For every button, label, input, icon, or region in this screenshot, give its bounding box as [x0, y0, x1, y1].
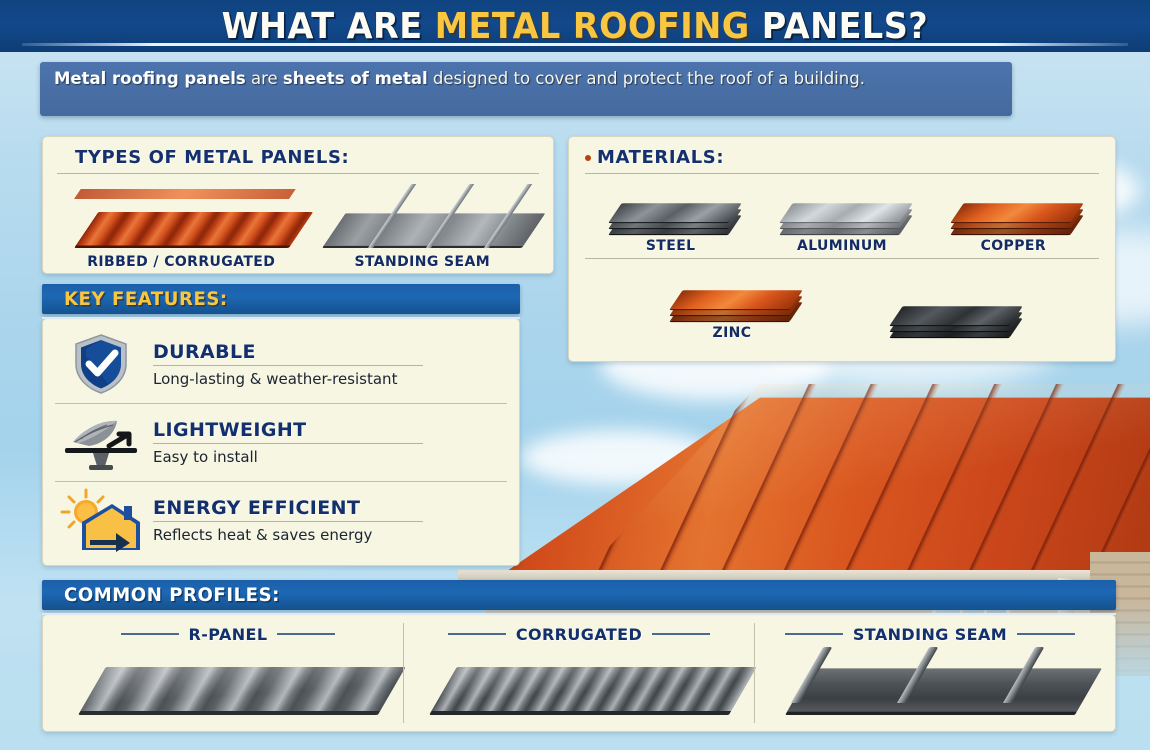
profile-art-standing-seam: [765, 645, 1103, 719]
type-label-ribbed: RIBBED / CORRUGATED: [87, 254, 276, 270]
feature-row-energy-efficient: ENERGY EFFICIENT Reflects heat & saves e…: [55, 481, 507, 559]
feature-title-energy-efficient: ENERGY EFFICIENT: [153, 497, 423, 522]
materials-row-1: STEEL ALUMINUM COPPER: [585, 174, 1099, 254]
materials-card: MATERIALS: STEEL ALUMINUM COPPER: [568, 136, 1116, 362]
corrugated-profile-icon: [429, 655, 757, 715]
page-title: WHAT ARE METAL ROOFING PANELS?: [222, 6, 929, 47]
key-features-heading: KEY FEATURES:: [64, 288, 228, 310]
material-item-zinc: ZINC: [658, 261, 806, 341]
feather-balance-icon: [55, 412, 147, 474]
feature-text-durable: DURABLE Long-lasting & weather-resistant: [147, 341, 507, 388]
standing-seam-grey-panel-icon: [322, 184, 546, 248]
dark-sheet-stack-icon: [890, 283, 1023, 337]
profile-head-r-panel: R-PANEL: [63, 623, 393, 645]
feature-title-lightweight: LIGHTWEIGHT: [153, 419, 423, 444]
label-dash-right: [1017, 633, 1076, 635]
intro-lead: Metal roofing panels: [54, 69, 246, 88]
profile-item-corrugated: CORRUGATED: [403, 623, 757, 723]
feature-row-durable: DURABLE Long-lasting & weather-resistant: [55, 325, 507, 403]
label-dash-left: [447, 633, 506, 635]
copper-sheet-stack-icon: [951, 180, 1084, 234]
shield-check-icon: [55, 333, 147, 395]
label-dash-right: [277, 633, 336, 635]
profile-head-corrugated: CORRUGATED: [414, 623, 744, 645]
material-item-dark: [878, 277, 1026, 341]
material-item-aluminum: ALUMINUM: [768, 174, 916, 254]
title-text-end: PANELS?: [749, 5, 929, 47]
profile-art-r-panel: [63, 645, 406, 719]
key-features-card: DURABLE Long-lasting & weather-resistant…: [42, 318, 520, 566]
profile-label-corrugated: CORRUGATED: [515, 624, 643, 644]
material-item-copper: COPPER: [939, 174, 1087, 254]
profile-art-corrugated: [414, 645, 757, 719]
materials-heading-row: MATERIALS:: [585, 147, 1099, 168]
profile-label-r-panel: R-PANEL: [188, 624, 268, 644]
types-divider: [57, 173, 539, 174]
zinc-sheet-stack-icon: [670, 267, 803, 321]
feature-text-lightweight: LIGHTWEIGHT Easy to install: [147, 419, 507, 466]
bullet-dot-icon: [585, 155, 591, 161]
material-label-copper: COPPER: [980, 238, 1047, 254]
label-dash-left: [120, 633, 179, 635]
types-heading: TYPES OF METAL PANELS:: [75, 147, 350, 168]
profile-head-standing-seam: STANDING SEAM: [765, 623, 1095, 645]
feature-row-lightweight: LIGHTWEIGHT Easy to install: [55, 403, 507, 481]
common-profiles-heading: COMMON PROFILES:: [64, 584, 280, 606]
material-item-steel: STEEL: [597, 174, 745, 254]
profile-item-r-panel: R-PANEL: [53, 623, 406, 723]
key-features-header-bar: KEY FEATURES:: [42, 284, 520, 319]
material-label-steel: STEEL: [645, 238, 696, 254]
materials-row-2: ZINC: [585, 261, 1099, 341]
feature-title-durable: DURABLE: [153, 341, 423, 366]
intro-rest: designed to cover and protect the roof o…: [427, 69, 865, 88]
page-header: WHAT ARE METAL ROOFING PANELS?: [0, 0, 1150, 52]
title-text-start: WHAT ARE: [221, 5, 435, 47]
sun-house-icon: [55, 488, 147, 554]
intro-mid: are: [245, 69, 283, 88]
aluminum-sheet-stack-icon: [779, 180, 913, 234]
header-underline: [22, 43, 1128, 46]
intro-banner: Metal roofing panels are sheets of metal…: [40, 62, 1012, 116]
label-dash-left: [784, 633, 843, 635]
intro-bold2: sheets of metal: [282, 69, 428, 88]
feature-desc-durable: Long-lasting & weather-resistant: [153, 369, 398, 388]
steel-sheet-stack-icon: [608, 180, 742, 234]
types-of-metal-panels-card: TYPES OF METAL PANELS: RIBBED / CORRUGAT…: [42, 136, 554, 274]
label-dash-right: [652, 633, 711, 635]
material-label-zinc: ZINC: [712, 325, 752, 341]
standing-seam-profile-icon: [785, 647, 1103, 715]
material-label-aluminum: ALUMINUM: [796, 238, 887, 254]
common-profiles-header-bar: COMMON PROFILES:: [42, 580, 1116, 615]
materials-divider: [585, 173, 1099, 174]
materials-heading: MATERIALS:: [597, 147, 725, 168]
feature-text-energy-efficient: ENERGY EFFICIENT Reflects heat & saves e…: [147, 497, 507, 544]
title-text-highlight: METAL ROOFING: [434, 5, 750, 47]
corrugated-red-panel-icon: [73, 189, 314, 248]
types-caption-row: RIBBED / CORRUGATED STANDING SEAM: [57, 248, 539, 270]
types-illustration-row: [57, 180, 546, 248]
feature-desc-lightweight: Easy to install: [153, 448, 258, 466]
intro-text: Metal roofing panels are sheets of metal…: [54, 69, 998, 89]
profile-item-standing-seam: STANDING SEAM: [754, 623, 1105, 723]
common-profiles-card: R-PANEL CORRUGATED STANDING SEAM: [42, 614, 1116, 732]
r-panel-profile-icon: [78, 655, 406, 715]
materials-row-divider: [585, 258, 1099, 259]
type-label-standing-seam: STANDING SEAM: [354, 254, 491, 270]
feature-desc-energy-efficient: Reflects heat & saves energy: [153, 526, 373, 544]
profile-label-standing-seam: STANDING SEAM: [852, 624, 1008, 644]
